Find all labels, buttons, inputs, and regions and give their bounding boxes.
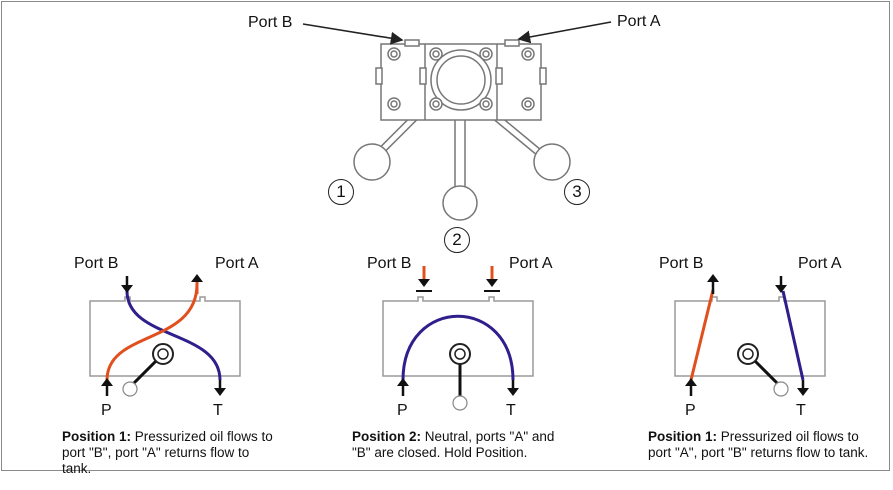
position-3-marker: 3 xyxy=(564,179,590,205)
panel-3-port-b: Port B xyxy=(659,255,704,272)
position-1-marker: 1 xyxy=(328,179,354,205)
panel-2-valve xyxy=(382,266,534,411)
panel-1-caption-text: Pressurized oil flows to port "B", port … xyxy=(62,429,273,476)
port-b-leader xyxy=(302,23,404,45)
panel-3-caption: Position 1: Pressurized oil flows to por… xyxy=(648,429,873,461)
panel-1-t-label: T xyxy=(213,402,223,419)
top-port-b-label: Port B xyxy=(248,14,293,31)
panel-2-port-b: Port B xyxy=(367,255,412,272)
panel-2-port-a: Port A xyxy=(509,255,553,272)
port-b-stub xyxy=(404,39,420,47)
port-a-stub xyxy=(504,39,520,47)
panel-3-port-a: Port A xyxy=(798,255,842,272)
handle-position-2 xyxy=(442,107,478,221)
panel-2-p-label: P xyxy=(397,402,408,419)
panel-1-port-a: Port A xyxy=(215,255,259,272)
panel-1-port-b: Port B xyxy=(74,255,119,272)
handle-position-3 xyxy=(487,108,571,181)
top-valve xyxy=(353,39,571,221)
panel-3-caption-title: Position 1: xyxy=(648,429,718,444)
top-port-a-label: Port A xyxy=(617,13,661,30)
panel-1-caption: Position 1: Pressurized oil flows to por… xyxy=(62,429,282,477)
port-a-leader xyxy=(517,21,612,44)
panel-3-p-label: P xyxy=(685,402,696,419)
handle-position-1 xyxy=(353,109,423,181)
panel-3-t-label: T xyxy=(796,402,806,419)
diagram-frame xyxy=(1,1,890,471)
panel-2-caption-text: Neutral, ports "A" and "B" are closed. H… xyxy=(352,429,555,460)
position-2-marker: 2 xyxy=(444,227,470,253)
panel-1-caption-title: Position 1: xyxy=(62,429,132,444)
panel-1-valve xyxy=(89,274,241,397)
panel-1-p-label: P xyxy=(101,402,112,419)
panel-2-t-label: T xyxy=(506,402,516,419)
bolts xyxy=(387,47,535,111)
panel-2-caption: Position 2: Neutral, ports "A" and "B" a… xyxy=(352,429,567,461)
panel-3-valve xyxy=(674,274,826,397)
panel-3-caption-text: Pressurized oil flows to port "A", port … xyxy=(648,429,869,460)
panel-2-caption-title: Position 2: xyxy=(352,429,422,444)
